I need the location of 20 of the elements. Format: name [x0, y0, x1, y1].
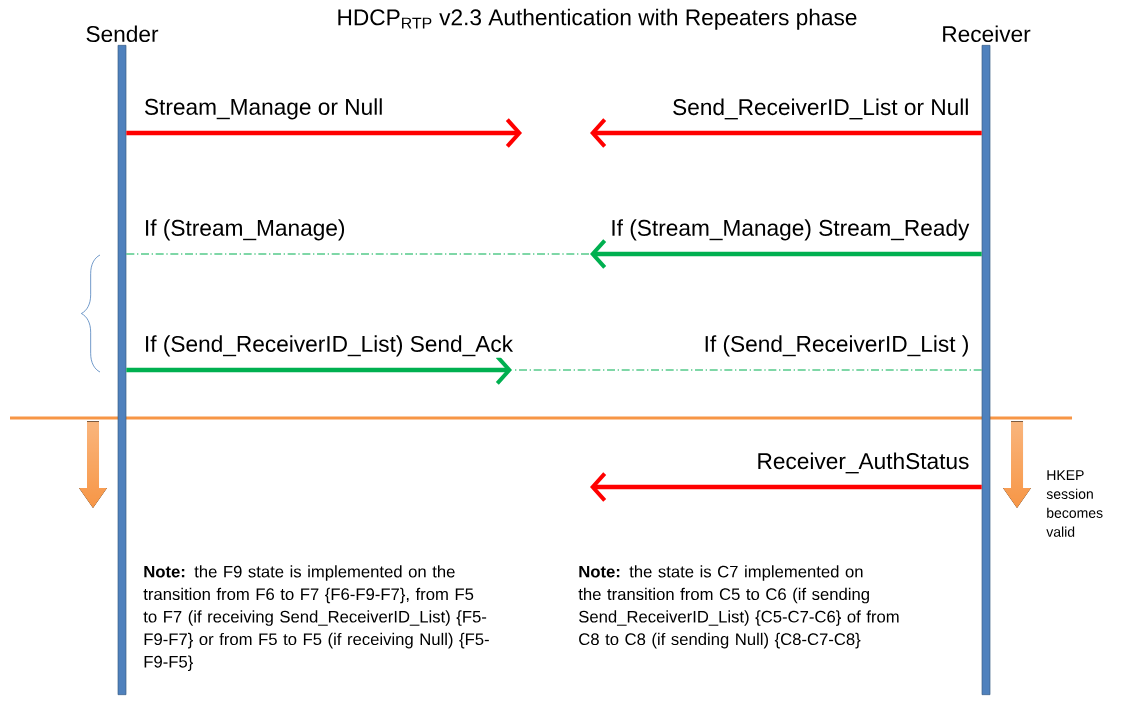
dashed-line [125, 253, 591, 255]
arrow [126, 118, 522, 148]
arrow [590, 472, 982, 502]
dashed-line [514, 369, 983, 371]
edge-label: Receiver_AuthStatus [755, 451, 971, 475]
edge-label: If (Stream_Manage) Stream_Ready [609, 217, 971, 242]
title: HDCP$_{RTP}$ v2.3 Authentication with Repeaters phase [338, 8, 857, 30]
note-text: Note: the F9 state is implemented on the transition from F6 to F7 {F6-F9-F7}, from F5 to F7 (if receiving Send_ReceiverID_List) {F5-F9-F7} or from F5 to F5 (if receiving Null) {F5-F9-F5} [143, 565, 489, 671]
node-label: Sender [86, 25, 159, 43]
edge-label: If (Stream_Manage) [142, 217, 347, 242]
node-label: Receiver [943, 25, 1031, 43]
side-note: HKEP session becomes valid [1046, 470, 1103, 537]
edge-label: If (Send_ReceiverID_List) Send_Ack [142, 333, 515, 358]
edge-label: If (Send_ReceiverID_List ) [702, 333, 971, 358]
arrow [590, 118, 982, 148]
arrow [590, 239, 982, 269]
note-text: Note: the state is C7 implemented on the transition from C5 to C6 (if sending Send_ReceiverID_List) {C5-C7-C6} of from C8 to C8 (if sending Null) {C8-C7-C8} [578, 565, 899, 649]
edge-label: Send_ReceiverID_List or Null [670, 97, 971, 121]
arrow [126, 355, 512, 385]
edge-label: Stream_Manage or Null [142, 96, 385, 121]
